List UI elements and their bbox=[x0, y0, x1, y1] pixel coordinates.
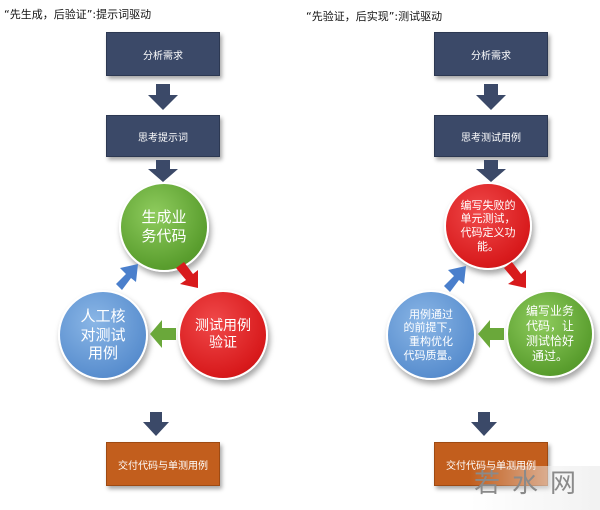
left-down-arrow-1 bbox=[148, 84, 178, 110]
left-heading: “先生成，后验证”:提示词驱动 bbox=[4, 8, 152, 21]
left-test-validate-circle: 测试用例验证 bbox=[178, 290, 268, 380]
left-red-arrow bbox=[176, 262, 198, 288]
left-deliver-label: 交付代码与单测用例 bbox=[118, 460, 208, 472]
left-deliver-box: 交付代码与单测用例 bbox=[106, 442, 220, 486]
right-analyze-requirements-label: 分析需求 bbox=[471, 50, 511, 62]
left-down-arrow-3 bbox=[143, 412, 169, 436]
right-analyze-requirements-box: 分析需求 bbox=[434, 32, 548, 76]
right-green-arrow bbox=[478, 320, 504, 348]
right-think-testcase-label: 思考测试用例 bbox=[461, 132, 521, 144]
left-manual-check-circle: 人工核对测试用例 bbox=[58, 290, 148, 380]
left-green-arrow bbox=[150, 320, 176, 348]
right-down-arrow-2 bbox=[476, 160, 506, 182]
right-heading: “先验证，后实现”:测试驱动 bbox=[306, 10, 443, 23]
left-think-prompt-label: 思考提示词 bbox=[138, 132, 188, 144]
right-blue-arrow bbox=[444, 266, 466, 292]
left-blue-arrow bbox=[116, 264, 138, 290]
right-write-business-code-circle: 编写业务代码，让测试恰好通过。 bbox=[506, 290, 594, 378]
left-down-arrow-2 bbox=[148, 160, 178, 182]
right-refactor-circle: 用例通过的前提下，重构优化代码质量。 bbox=[386, 290, 476, 380]
right-think-testcase-box: 思考测试用例 bbox=[434, 115, 548, 157]
right-down-arrow-1 bbox=[476, 84, 506, 110]
left-generate-code-circle: 生成业务代码 bbox=[119, 182, 209, 272]
right-down-arrow-3 bbox=[471, 412, 497, 436]
watermark-logo: 若水网 bbox=[473, 469, 588, 499]
watermark-backdrop bbox=[470, 466, 600, 510]
right-red-arrow bbox=[504, 262, 526, 288]
right-write-failing-test-circle: 编写失败的单元测试，代码定义功能。 bbox=[444, 182, 532, 270]
left-think-prompt-box: 思考提示词 bbox=[106, 115, 220, 157]
left-analyze-requirements-box: 分析需求 bbox=[106, 32, 220, 76]
left-analyze-requirements-label: 分析需求 bbox=[143, 50, 183, 62]
